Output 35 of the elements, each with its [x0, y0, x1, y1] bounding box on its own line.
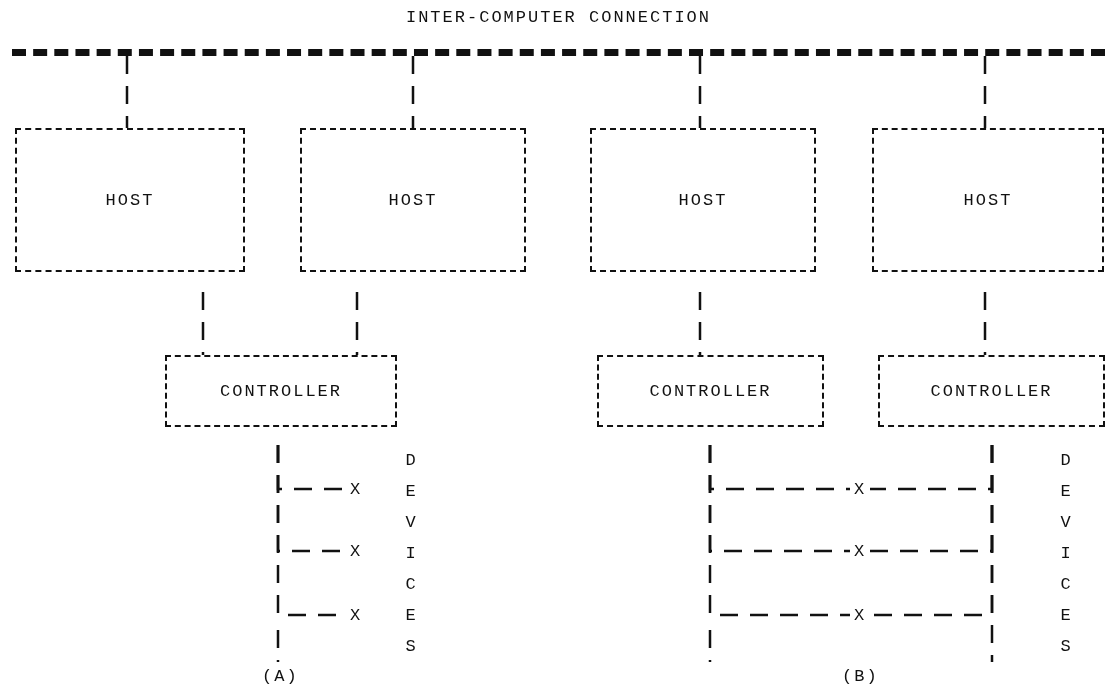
- device-label: X: [349, 605, 363, 625]
- panel-label: (A): [262, 667, 299, 686]
- connector-line: [983, 292, 987, 355]
- box-label: HOST: [963, 190, 1013, 210]
- connector-line: [125, 56, 129, 128]
- dashed-box: [872, 128, 1104, 272]
- dashed-box: [597, 355, 824, 427]
- connector-line: [355, 292, 359, 355]
- dashed-box: [15, 128, 245, 272]
- box-label: CONTROLLER: [930, 381, 1053, 401]
- bus-title: INTER-COMPUTER CONNECTION: [405, 8, 711, 27]
- device-label: X: [349, 541, 363, 561]
- connector-line: [698, 56, 702, 128]
- device-label: X: [853, 541, 867, 561]
- connector-line: [983, 56, 987, 128]
- connector-line: [201, 292, 205, 355]
- box-label: CONTROLLER: [649, 381, 772, 401]
- connector-line: [411, 56, 415, 128]
- device-label: X: [853, 605, 867, 625]
- panel-label: (B): [842, 667, 879, 686]
- dashed-box: [878, 355, 1105, 427]
- device-label: X: [853, 479, 867, 499]
- device-label: X: [349, 479, 363, 499]
- vertical-label: DEVICES: [1059, 450, 1072, 658]
- dashed-box: [165, 355, 397, 427]
- connector-line: [698, 292, 702, 355]
- box-label: HOST: [388, 190, 438, 210]
- box-label: HOST: [105, 190, 155, 210]
- dashed-box: [300, 128, 526, 272]
- connector-line: [708, 445, 850, 617]
- box-label: HOST: [678, 190, 728, 210]
- dashed-box: [590, 128, 816, 272]
- vertical-label: DEVICES: [404, 450, 417, 658]
- bus-line: [12, 8, 1105, 56]
- box-label: CONTROLLER: [220, 381, 342, 401]
